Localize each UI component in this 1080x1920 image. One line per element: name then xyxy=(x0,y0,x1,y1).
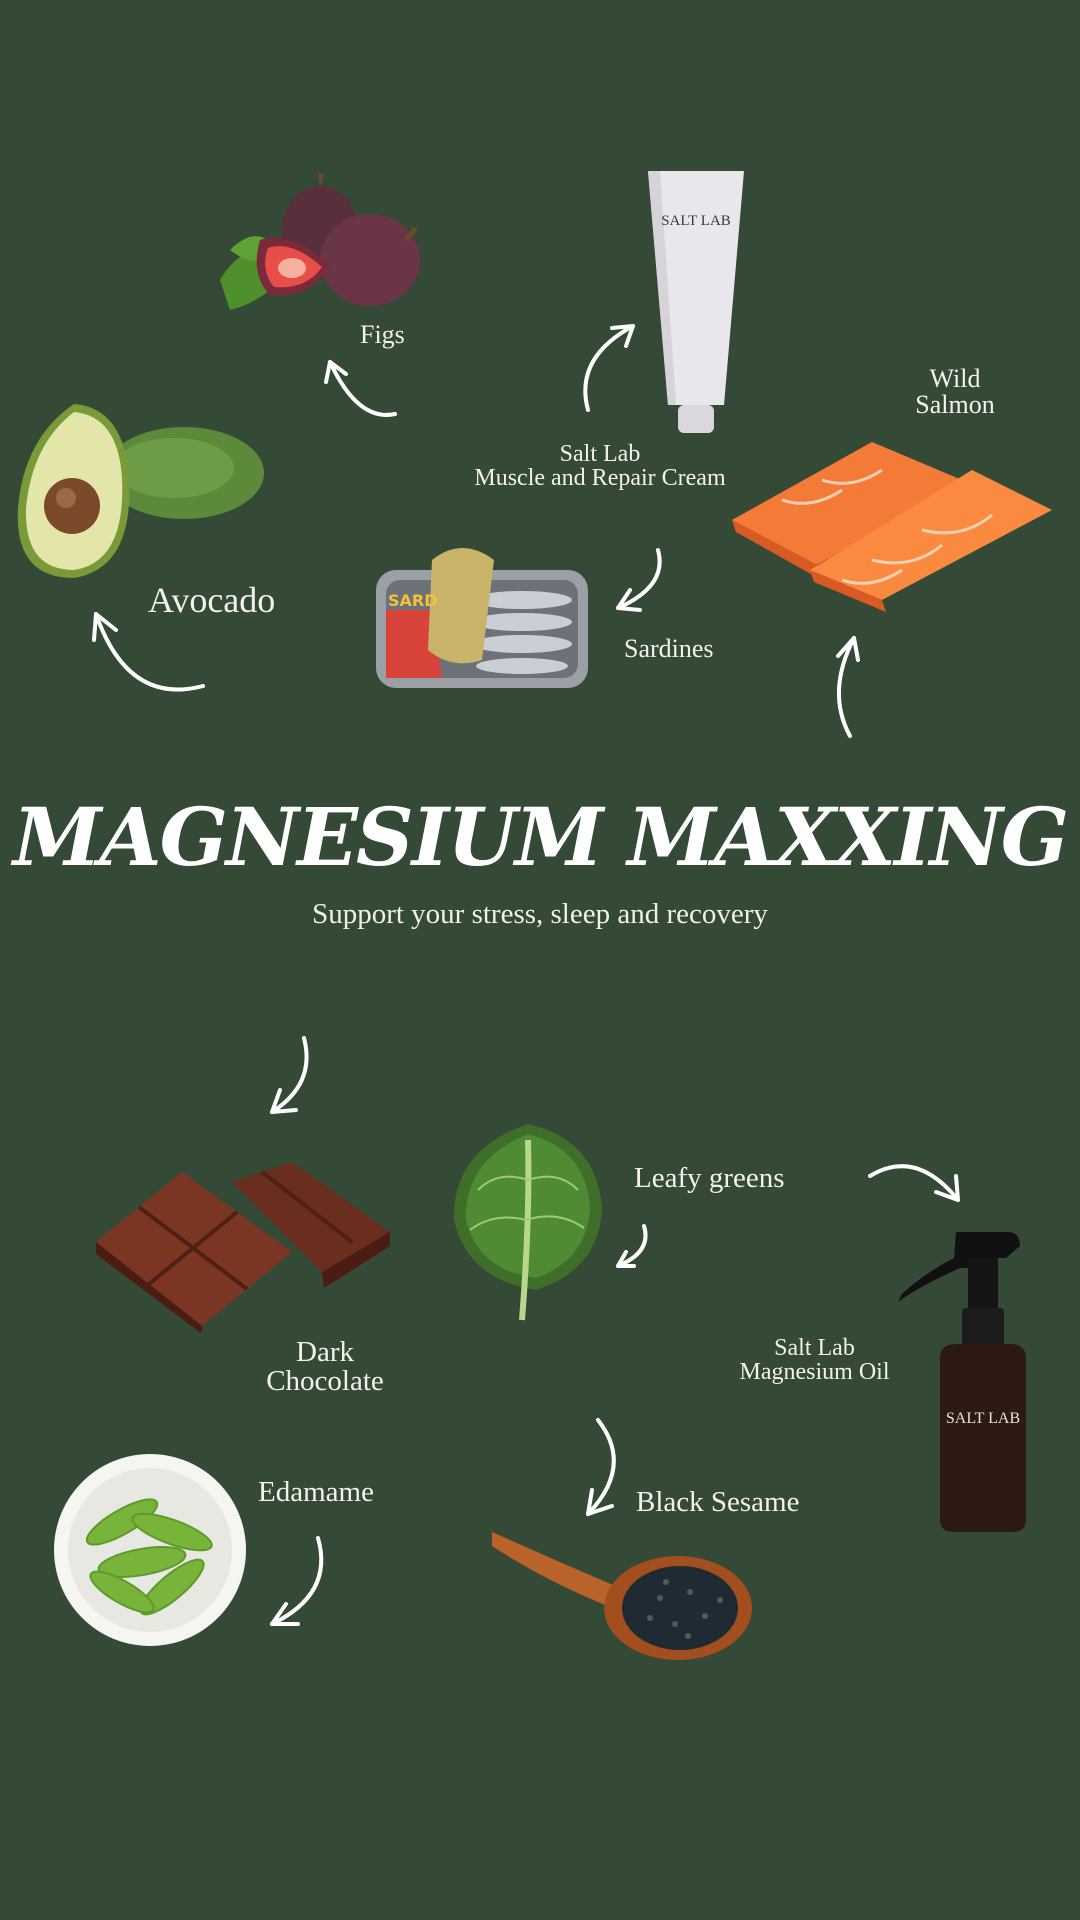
arrow-edamame xyxy=(270,1536,324,1626)
avocado-image xyxy=(14,398,264,583)
svg-text:SARD: SARD xyxy=(388,591,438,610)
salmon-label: Wild Salmon xyxy=(900,366,1010,418)
edamame-label: Edamame xyxy=(258,1476,374,1508)
magnesium-oil-label-line1: Salt Lab xyxy=(774,1335,855,1361)
dark-chocolate-label-line1: Dark xyxy=(296,1336,354,1368)
cream-brand-text: SALT LAB xyxy=(661,213,731,229)
black-sesame-label: Black Sesame xyxy=(636,1486,800,1518)
cream-label: Salt Lab Muscle and Repair Cream xyxy=(470,442,730,490)
arrow-avocado xyxy=(92,612,205,692)
arrow-black-sesame xyxy=(586,1418,616,1516)
page-subtitle: Support your stress, sleep and recovery xyxy=(312,898,768,930)
page-title: MAGNESIUM MAXXING xyxy=(12,790,1069,884)
cream-label-line1: Salt Lab xyxy=(559,441,641,467)
cream-label-line2: Muscle and Repair Cream xyxy=(474,465,726,491)
leafy-greens-image xyxy=(448,1120,608,1325)
edamame-image xyxy=(52,1452,248,1648)
magnesium-oil-label: Salt Lab Magnesium Oil xyxy=(722,1336,907,1384)
black-sesame-spoon-image xyxy=(490,1528,754,1664)
figs-label: Figs xyxy=(360,320,405,349)
sardines-image: SARD xyxy=(372,540,594,692)
sardines-label: Sardines xyxy=(624,634,714,663)
magnesium-oil-bottle-image: SALT LAB xyxy=(896,1228,1030,1534)
salmon-image xyxy=(722,430,1062,615)
salmon-label-line1: Wild xyxy=(929,364,981,393)
magnesium-oil-label-line2: Magnesium Oil xyxy=(739,1359,890,1385)
arrow-magnesium-oil xyxy=(868,1164,960,1202)
oil-brand-text: SALT LAB xyxy=(945,1410,1021,1427)
dark-chocolate-label: Dark Chocolate xyxy=(250,1338,400,1396)
arrow-figs xyxy=(324,360,397,417)
cream-tube-image: SALT LAB xyxy=(640,165,752,435)
salmon-label-line2: Salmon xyxy=(915,390,995,419)
dark-chocolate-label-line2: Chocolate xyxy=(266,1365,384,1397)
avocado-label: Avocado xyxy=(148,580,276,620)
figs-image xyxy=(210,170,430,330)
arrow-sardines xyxy=(616,548,662,612)
arrow-leafy-greens xyxy=(616,1224,648,1268)
leafy-greens-label: Leafy greens xyxy=(634,1162,785,1194)
arrow-dark-chocolate xyxy=(270,1036,309,1114)
dark-chocolate-image xyxy=(92,1162,392,1334)
arrow-salmon xyxy=(836,636,860,738)
arrow-cream xyxy=(583,324,635,412)
